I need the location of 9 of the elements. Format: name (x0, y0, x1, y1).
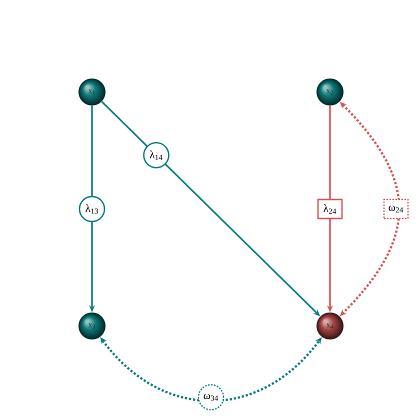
sphere-node: x$_{4}$ (316, 312, 344, 340)
sphere-node: x$_{2}$ (316, 78, 344, 106)
sphere-node: x$_{1}$ (78, 78, 106, 106)
edge-label: λ$_{13}$ (78, 196, 106, 222)
edge-label: λ$_{14}$ (143, 142, 170, 168)
edge-label: ω$_{24}$ (383, 198, 409, 220)
edge-label: ω$_{34}$ (198, 384, 224, 410)
sphere-node: x$_{3}$ (78, 312, 106, 340)
edge-label: λ$_{24}$ (317, 198, 343, 220)
